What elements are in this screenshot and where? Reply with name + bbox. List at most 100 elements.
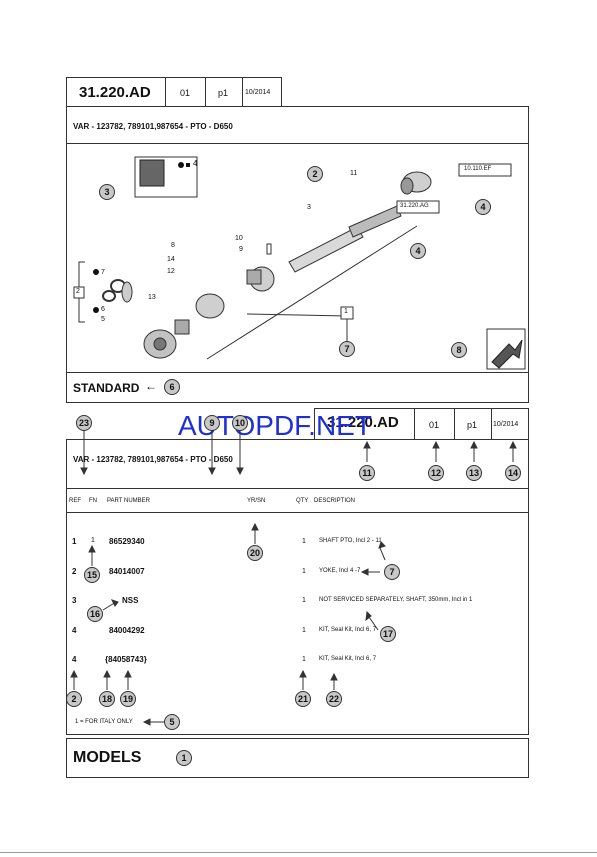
kit-box (134, 156, 198, 198)
bottom-rev-cell: 01 (414, 408, 455, 440)
top-date-cell: 10/2014 (242, 77, 282, 107)
bottom-page-cell: p1 (454, 408, 492, 440)
kit-square (186, 163, 190, 167)
callout-2: 2 (307, 166, 323, 182)
row2-part: 84014007 (109, 567, 145, 576)
shaft-inner (348, 205, 402, 238)
top-var-line: VAR - 123782, 789101,987654 - PTO - D650 (73, 122, 233, 131)
page-bottom-rule (0, 852, 597, 853)
row5-ref: 4 (72, 655, 77, 664)
kit-icon (139, 159, 165, 187)
header-divider (67, 512, 528, 513)
row2-desc: YOKE, Incl 4 -7 (319, 568, 361, 574)
row1-ref: 1 (72, 537, 77, 546)
row2-ref: 2 (72, 567, 77, 576)
bottom-date: 10/2014 (493, 421, 519, 428)
kit-dot (178, 162, 184, 168)
callout-3: 3 (99, 184, 115, 200)
label-ref2: 2 (76, 288, 80, 295)
label-11: 11 (350, 170, 358, 177)
label-31220: 31.220.AG (400, 203, 429, 209)
pto-shaft-diagram (73, 156, 526, 370)
row3-ref: 3 (72, 596, 77, 605)
label-6: 6 (101, 306, 105, 313)
callout-6: 6 (164, 379, 180, 395)
standard-bar: STANDARD ← (66, 372, 529, 403)
callout-19: 19 (120, 691, 136, 707)
col-ref: REF (69, 498, 81, 504)
spring (121, 281, 133, 303)
callout-10: 10 (232, 415, 248, 431)
row4-desc: KIT, Seal Kit, Incl 6, 7 (319, 627, 377, 633)
row2-qty: 1 (302, 568, 306, 575)
callout-8: 8 (451, 342, 467, 358)
seal-ring-2 (102, 290, 116, 302)
models-bar: MODELS (66, 738, 529, 778)
top-var-bar: VAR - 123782, 789101,987654 - PTO - D650 (66, 106, 529, 144)
row1-part: 86529340 (109, 537, 145, 546)
callout-5: 5 (164, 714, 180, 730)
callout-13: 13 (466, 465, 482, 481)
callout-23: 23 (76, 415, 92, 431)
bottom-rev: 01 (429, 420, 440, 430)
label-10: 10 (235, 235, 243, 242)
label-5: 5 (101, 316, 105, 323)
top-rev-cell: 01 (165, 77, 206, 107)
callout-15: 15 (84, 567, 100, 583)
top-page-cell: p1 (205, 77, 243, 107)
label-9: 9 (239, 246, 243, 253)
callout-16: 16 (87, 606, 103, 622)
callout-1: 1 (176, 750, 192, 766)
top-date: 10/2014 (245, 89, 271, 96)
row3-desc: NOT SERVICED SEPARATELY, SHAFT, 350mm, I… (319, 597, 473, 603)
row1-fn: 1 (91, 537, 95, 544)
ref-box-1 (340, 306, 354, 320)
standard-arrow: ← (145, 379, 157, 393)
callout-2-ref: 2 (66, 691, 82, 707)
callout-4a: 4 (475, 199, 491, 215)
models-label: MODELS (73, 749, 142, 766)
standard-label: STANDARD (73, 381, 140, 395)
callout-14: 14 (505, 465, 521, 481)
callout-4b: 4 (410, 243, 426, 259)
callout-20: 20 (247, 545, 263, 561)
callout-7-desc: 7 (384, 564, 400, 580)
row4-part: 84004292 (109, 626, 145, 635)
shaft-tube (288, 226, 364, 273)
top-page-id: 31.220.AD (79, 84, 151, 101)
row1-desc: SHAFT PTO, Incl 2 - 11 (319, 538, 382, 544)
top-diagram-area: 10.110.EF 31.220.AG 1 2 4 11 3 10 9 8 14… (66, 143, 529, 373)
label-7: 7 (101, 269, 105, 276)
label-8: 8 (171, 242, 175, 249)
top-title-cell: 31.220.AD (66, 77, 166, 107)
label-3: 3 (307, 204, 311, 211)
callout-7: 7 (339, 341, 355, 357)
row3-qty: 1 (302, 597, 306, 604)
col-desc: DESCRIPTION (314, 498, 356, 504)
row1-qty: 1 (302, 538, 306, 545)
row5-desc: KIT, Seal Kit, Incl 6, 7 (319, 656, 377, 662)
bottom-date-cell: 10/2014 (491, 408, 529, 440)
callout-21: 21 (295, 691, 311, 707)
label-13: 13 (148, 294, 156, 301)
ref-box-2 (73, 286, 85, 299)
bottom-page: p1 (467, 420, 478, 430)
row5-qty: 1 (302, 656, 306, 663)
col-yrsn: YR/SN (247, 498, 266, 504)
row3-part: NSS (122, 596, 139, 605)
top-page: p1 (218, 88, 229, 98)
footnote: 1 = FOR ITALY ONLY (75, 719, 133, 725)
ref-box-10110 (458, 163, 512, 177)
callout-11: 11 (359, 465, 375, 481)
pin (266, 243, 272, 255)
bottom-page-id: 31.220.AD (327, 414, 399, 431)
left-yoke-a (195, 293, 225, 319)
row4-qty: 1 (302, 627, 306, 634)
bottom-table-box: VAR - 123782, 789101,987654 - PTO - D650… (66, 439, 529, 735)
label-10110: 10.110.EF (464, 166, 492, 172)
callout-17: 17 (380, 626, 396, 642)
var-divider (67, 488, 528, 489)
bottom-var-line: VAR - 123782, 789101,987654 - PTO - D650 (73, 455, 233, 464)
top-rev: 01 (180, 88, 191, 98)
callout-9: 9 (204, 415, 220, 431)
